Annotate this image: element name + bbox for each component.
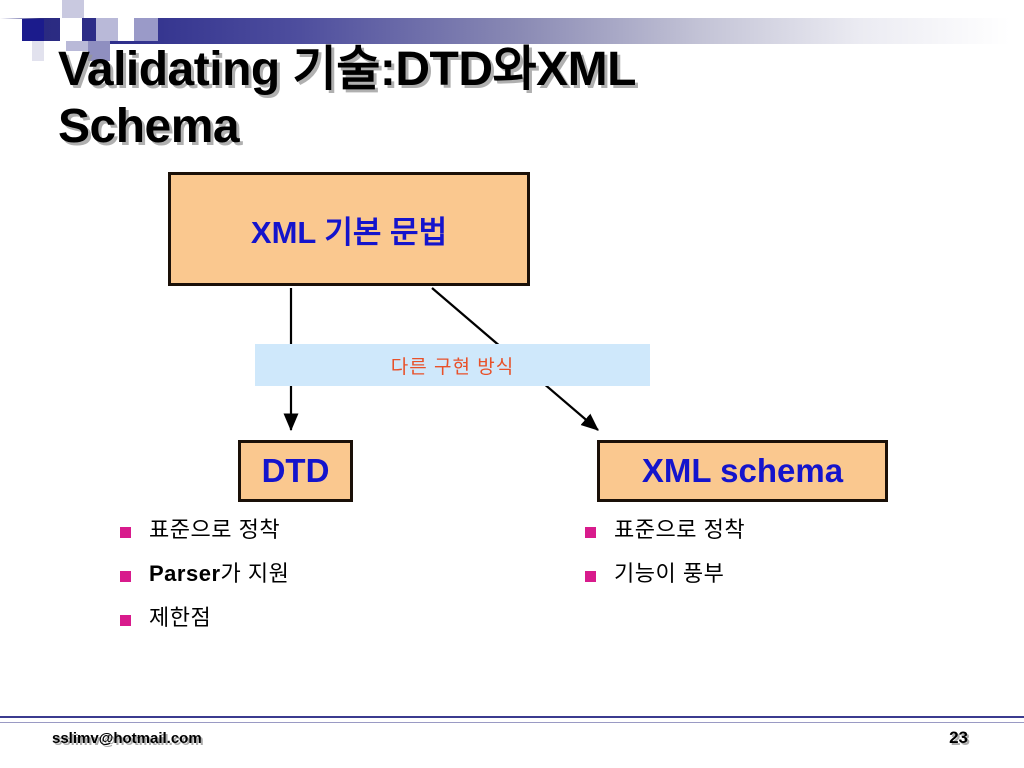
deco-mosaic-icon-14: [62, 0, 84, 18]
deco-mosaic-icon-15: [84, 0, 96, 18]
deco-mosaic-icon-17: [118, 18, 134, 41]
bullet-list-xml-schema: 표준으로 정착 기능이 풍부: [585, 517, 915, 606]
header-gradient-bar: [0, 18, 1024, 44]
list-item-text: 제한점: [149, 605, 212, 631]
deco-mosaic-icon-1: [22, 19, 44, 41]
list-item[interactable]: 기능이 풍부: [585, 562, 915, 586]
list-item-text: 표준으로 정착: [614, 517, 746, 542]
list-item-text: 표준으로 정착: [149, 517, 281, 542]
list-item-text: 가 지원: [220, 561, 290, 587]
list-item-label: 표준으로 정착: [614, 517, 746, 542]
list-item[interactable]: Parser가 지원: [120, 562, 450, 586]
node-xml-schema[interactable]: XML schema: [597, 440, 888, 502]
list-item-label: 표준으로 정착: [149, 517, 281, 542]
deco-mosaic-icon-5: [0, 41, 32, 61]
deco-mosaic-icon-13: [60, 0, 80, 18]
deco-mosaic-icon-7: [32, 41, 44, 61]
node-xml-schema-label: XML schema: [641, 452, 844, 489]
node-dtd[interactable]: DTD: [238, 440, 353, 502]
bullet-square-icon: [585, 571, 596, 583]
list-item[interactable]: 제한점: [120, 606, 450, 630]
bullet-list-dtd: 표준으로 정착 Parser가 지원 제한점: [120, 517, 450, 651]
list-item-bold-prefix: Parser: [149, 561, 221, 587]
deco-mosaic-icon-16: [96, 18, 118, 41]
list-item[interactable]: 표준으로 정착: [585, 517, 915, 542]
bullet-square-icon: [585, 527, 596, 538]
list-item-text: 기능이 풍부: [614, 561, 725, 587]
list-item-label: Parser가 지원: [149, 562, 289, 586]
bullet-square-icon: [120, 571, 131, 583]
list-item-label: 제한점: [149, 606, 211, 630]
node-other-method-label: 다른 구현 방식: [390, 356, 515, 378]
list-item-label: 기능이 풍부: [614, 562, 724, 586]
node-xml-basic-label: XML 기본 문법: [250, 214, 448, 250]
deco-mosaic-icon-4: [0, 19, 22, 41]
deco-mosaic-icon-2: [60, 0, 82, 19]
node-dtd-label: DTD: [261, 452, 330, 489]
page-title: Validating 기술:DTD와XML Schema: [58, 43, 636, 153]
page-number: 23: [949, 728, 968, 747]
deco-mosaic-icon-19: [0, 0, 60, 18]
deco-mosaic-icon-18: [134, 18, 158, 41]
footer-divider: [0, 716, 1024, 723]
list-item[interactable]: 표준으로 정착: [120, 517, 450, 542]
bullet-square-icon: [120, 527, 131, 538]
bullet-square-icon: [120, 615, 131, 627]
deco-mosaic-icon-3: [60, 19, 82, 41]
node-xml-basic[interactable]: XML 기본 문법: [168, 172, 530, 286]
footer-email[interactable]: sslimv@hotmail.com: [52, 730, 202, 747]
node-other-method[interactable]: 다른 구현 방식: [255, 344, 650, 386]
